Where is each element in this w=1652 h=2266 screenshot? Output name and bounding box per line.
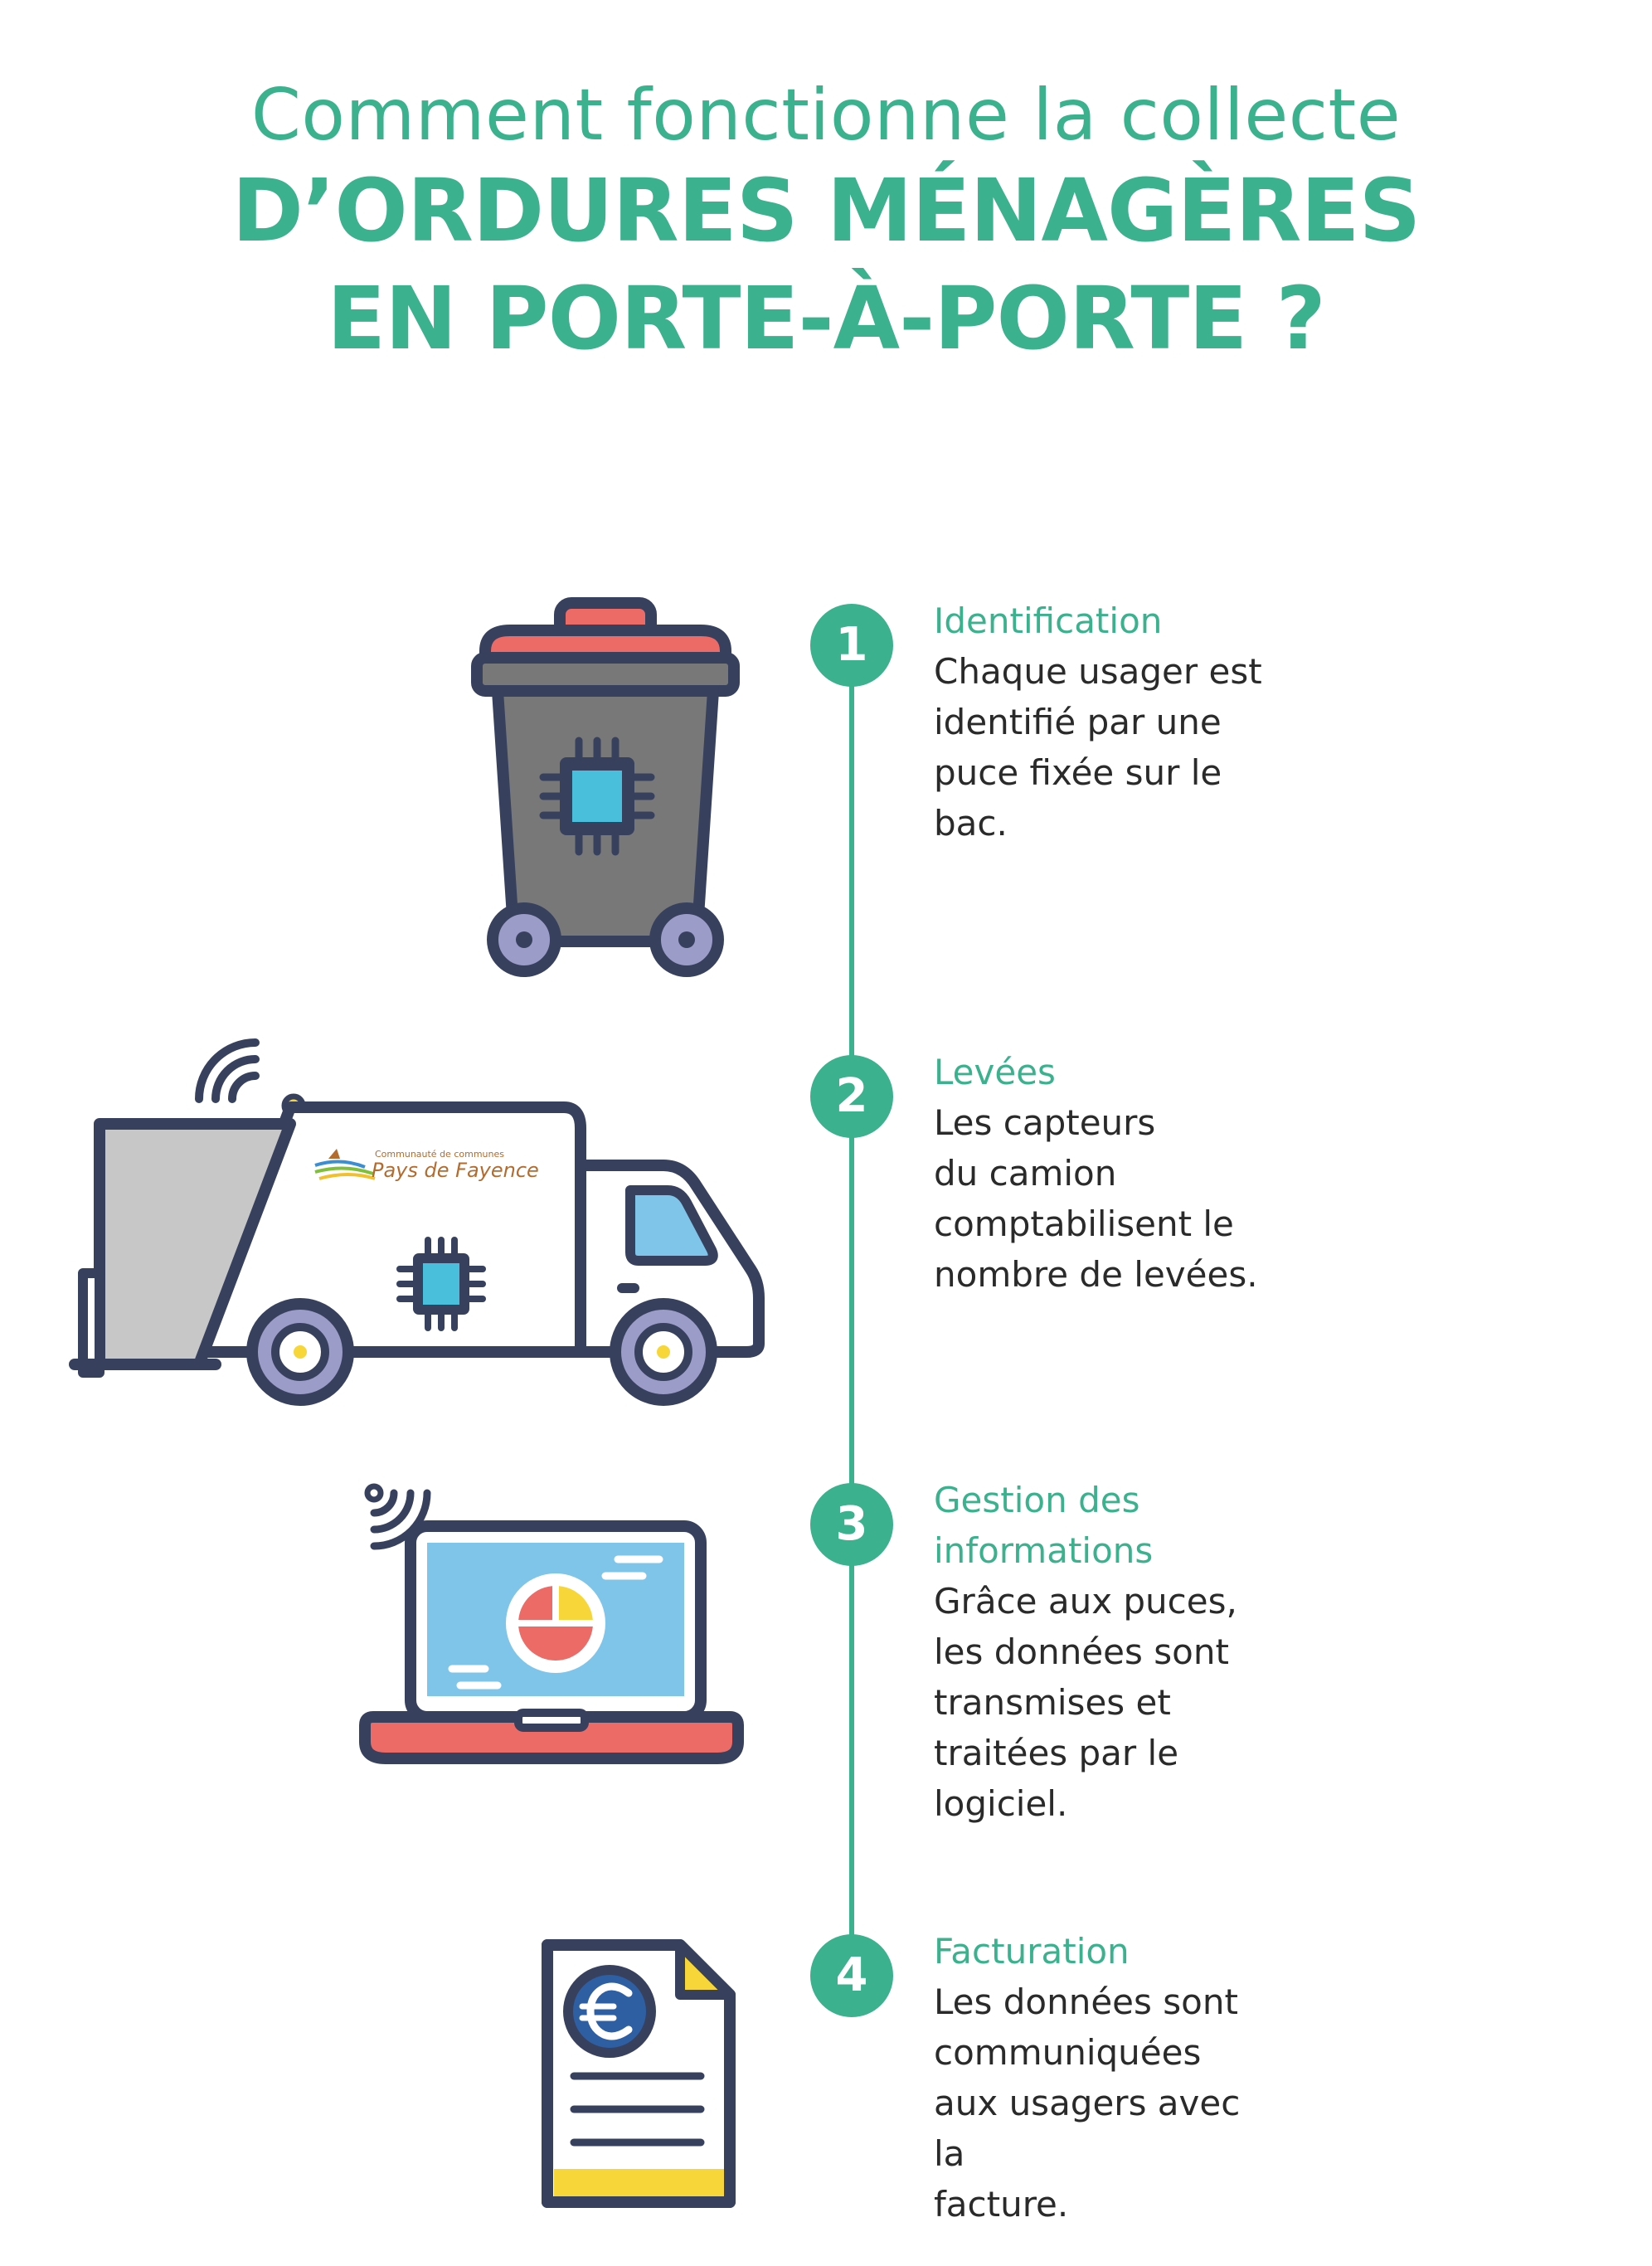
step-3-text: Gestion des informations Grâce aux puces… [934, 1475, 1282, 1829]
step-2-description: Les capteurs du camion comptabilisent le… [934, 1102, 1258, 1295]
title-line-1: Comment fonctionne la collecte [250, 74, 1402, 157]
garbage-truck-icon: Communauté de communes Pays de Fayence [69, 1038, 765, 1406]
step-3-number: 3 [810, 1483, 893, 1566]
invoice-euro-icon [542, 1939, 736, 2208]
laptop-chart-icon [359, 1483, 744, 1764]
trash-bin-with-chip-icon [471, 597, 740, 977]
step-4-description: Les données sont communiquées aux usager… [934, 1982, 1241, 2225]
pays-de-fayence-logo [314, 1149, 376, 1180]
step-1-title: Identification [934, 601, 1163, 641]
step-1-number: 1 [810, 604, 893, 687]
logo-name: Pays de Fayence [372, 1159, 539, 1182]
title-line-2: D’ORDURES MÉNAGÈRES [231, 159, 1421, 261]
logo-small-text: Communauté de communes [375, 1149, 504, 1160]
step-1-text: Identification Chaque usager est identif… [934, 596, 1282, 849]
step-3-title: Gestion des informations [934, 1480, 1154, 1571]
step-2-number: 2 [810, 1055, 893, 1138]
step-1-description: Chaque usager est identifié par une puce… [934, 651, 1262, 844]
step-3-description: Grâce aux puces, les données sont transm… [934, 1581, 1237, 1824]
wifi-signal-icon [195, 1038, 260, 1103]
step-2-text: Levées Les capteurs du camion comptabili… [934, 1047, 1282, 1300]
step-4-number: 4 [810, 1934, 893, 2017]
step-4-title: Facturation [934, 1931, 1130, 1972]
title-line-3: EN PORTE-À-PORTE ? [327, 267, 1326, 369]
step-4-text: Facturation Les données sont communiquée… [934, 1926, 1282, 2230]
timeline-line [849, 639, 854, 1982]
page-title: Comment fonctionne la collecte D’ORDURES… [0, 75, 1652, 372]
step-2-title: Levées [934, 1052, 1056, 1092]
